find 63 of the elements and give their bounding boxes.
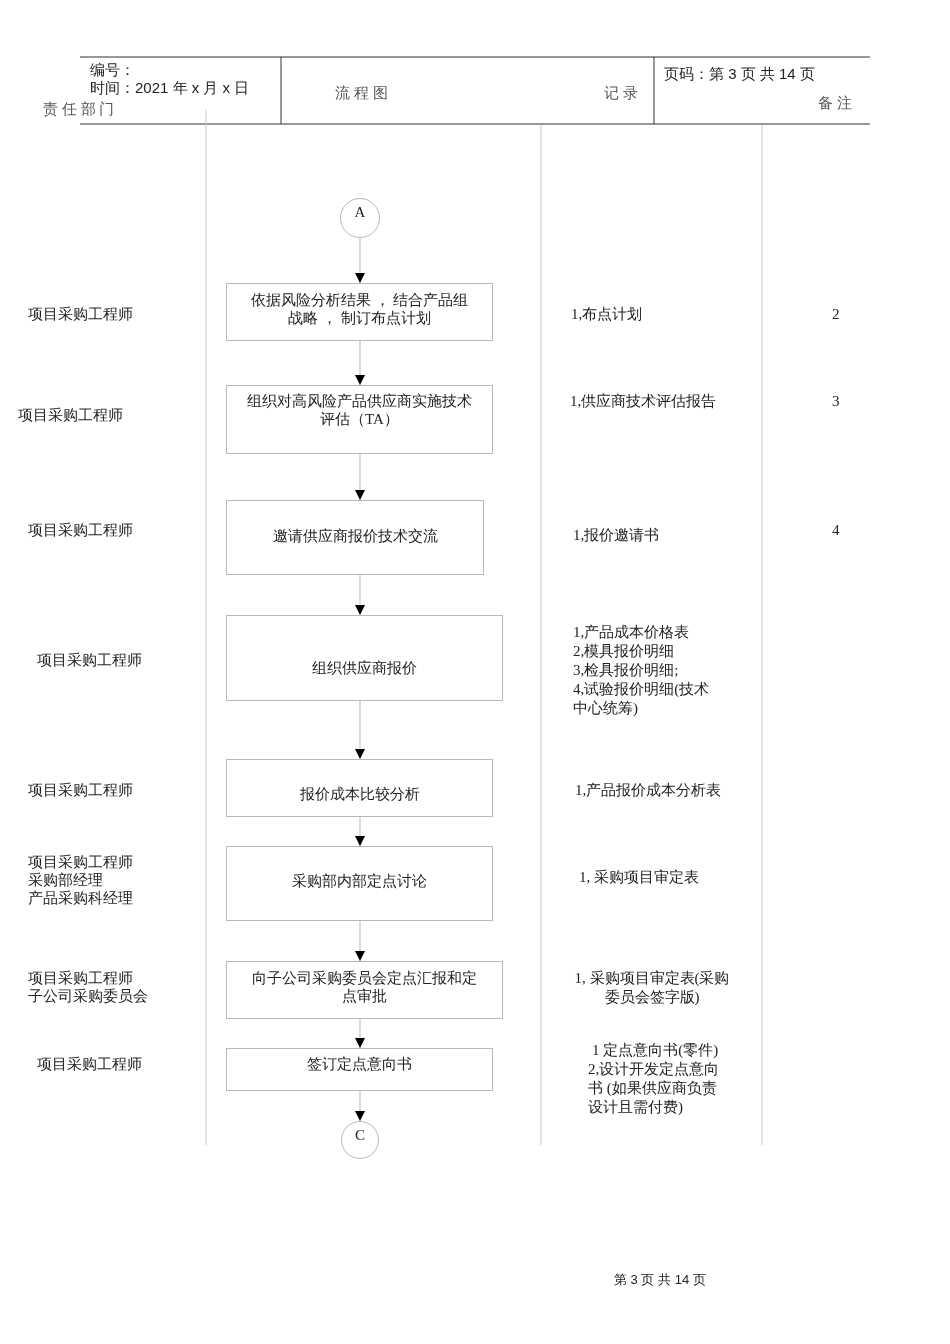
role-label: 项目采购工程师 [18,406,123,425]
note-number: 2 [832,305,840,324]
column-header: 责 任 部 门 [43,100,115,119]
role-label: 项目采购工程师 [37,651,142,670]
off-page-connector [341,1121,379,1159]
record-label: 1, 采购项目审定表(采购委员会签字版) [573,969,731,1007]
process-text: 依据风险分析结果 ， 结合产品组战略 ， 制订布点计划 [249,291,470,327]
process-text: 组织供应商报价 [312,659,417,677]
record-label: 1,报价邀请书 [573,526,660,545]
record-label: 1 定点意向书(零件) [592,1041,719,1060]
process-box [226,615,503,701]
process-box [226,283,493,341]
process-text: 报价成本比较分析 [299,785,420,803]
arrow [355,453,365,501]
document-number-label: 编号： [90,60,135,79]
page-number-label: 页码：第 3 页 共 14 页 [664,64,815,83]
record-label: 2,设计开发定点意向书 (如果供应商负责设计且需付费) [588,1060,721,1117]
process-box [226,500,484,575]
arrow [355,816,365,847]
record-label: 4,试验报价明细(技术中心统筹) [573,680,711,718]
role-label: 项目采购工程师 [37,1055,142,1074]
process-text: 采购部内部定点讨论 [292,872,427,890]
note-number: 3 [832,392,840,411]
note-number: 4 [832,521,840,540]
record-label: 1,产品报价成本分析表 [575,781,722,800]
process-box [226,385,493,454]
role-label: 项目采购工程师 [28,521,133,540]
record-label: 1,产品成本价格表 [573,623,690,642]
role-label: 项目采购工程师 [28,781,133,800]
arrow [355,1018,365,1049]
process-box [226,961,503,1019]
role-label: 项目采购工程师 [28,305,133,324]
column-header: 备 注 [818,94,852,113]
role-label: 采购部经理 [28,871,103,890]
process-box [226,759,493,817]
role-label: 项目采购工程师 [28,969,133,988]
arrow [355,340,365,386]
record-label: 1,布点计划 [571,305,643,324]
connector-letter: A [354,203,366,221]
process-text: 组织对高风险产品供应商实施技术评估（TA） [246,392,473,428]
connector-letter: C [355,1126,365,1144]
arrow [355,920,365,962]
record-label: 2,模具报价明细 [573,642,675,661]
column-header: 记 录 [604,84,638,103]
role-label: 产品采购科经理 [28,889,133,908]
column-header: 流 程 图 [335,84,388,103]
process-text: 向子公司采购委员会定点汇报和定点审批 [251,969,478,1005]
arrow [355,700,365,760]
process-box [226,1048,493,1091]
role-label: 子公司采购委员会 [28,987,148,1006]
off-page-connector [340,198,380,238]
role-label: 项目采购工程师 [28,853,133,872]
process-text: 邀请供应商报价技术交流 [272,527,438,545]
date-label: 时间：2021 年 x 月 x 日 [90,78,250,97]
arrow [355,237,365,284]
arrow [355,1090,365,1122]
page-footer: 第 3 页 共 14 页 [614,1271,706,1288]
arrow [355,574,365,616]
record-label: 1,供应商技术评估报告 [570,392,717,411]
record-label: 1, 采购项目审定表 [579,868,699,887]
process-text: 签订定点意向书 [307,1055,412,1073]
process-box [226,846,493,921]
record-label: 3,检具报价明细; [573,661,679,680]
